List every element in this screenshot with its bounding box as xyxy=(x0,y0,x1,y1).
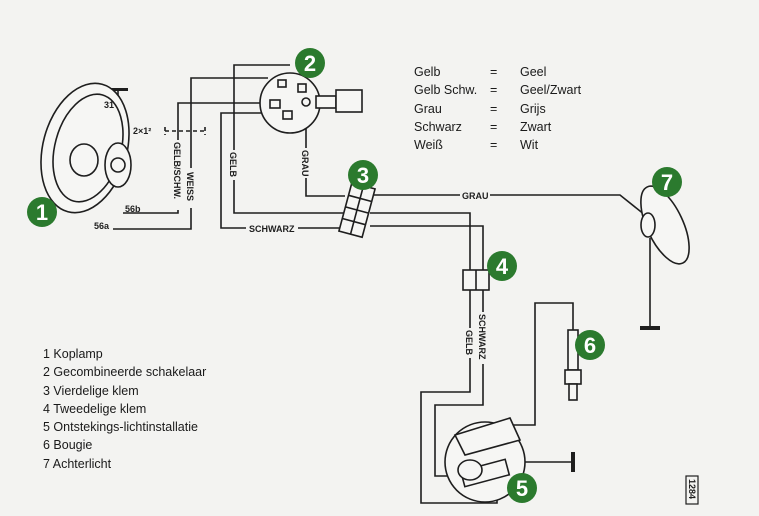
badge-3: 3 xyxy=(348,160,378,190)
label-gelb-vertical: GELB xyxy=(464,330,474,356)
wire-gelb-ign xyxy=(370,212,498,504)
parts-list-item: 7 Achterlicht xyxy=(43,456,112,471)
parts-list-item: 4 Tweedelige klem xyxy=(43,401,147,416)
badge-7: 7 xyxy=(652,167,682,197)
legend-row: Gelb Schw.=Geel/Zwart xyxy=(414,83,582,98)
svg-text:1: 1 xyxy=(36,200,48,225)
badge-5: 5 xyxy=(507,473,537,503)
ground-symbol xyxy=(571,452,575,472)
legend-row: Gelb=Geel xyxy=(414,65,547,79)
svg-text:6: 6 xyxy=(584,333,596,358)
label-grau: GRAU xyxy=(300,150,310,177)
two-part-connector xyxy=(462,269,490,291)
wire-hv xyxy=(505,302,574,426)
label-schwarz: SCHWARZ xyxy=(249,224,295,234)
badge-4: 4 xyxy=(487,251,517,281)
label-terminal-56b: 56b xyxy=(125,204,141,214)
figure-number-box xyxy=(685,475,699,505)
label-schwarz-vertical: SCHWARZ xyxy=(477,314,487,360)
figure-number: 1284 xyxy=(687,479,697,499)
color-legend: Gelb=Geel Gelb Schw.=Geel/Zwart Grau=Gri… xyxy=(414,63,581,154)
ignition-unit xyxy=(444,417,526,503)
combined-switch xyxy=(259,72,363,134)
wire-labels: GELB/SCHW. WEISS GELB GRAU SCHWARZ GRAU … xyxy=(94,100,490,364)
legend-row: Grau=Grijs xyxy=(414,101,546,116)
badge-1: 1 xyxy=(27,197,57,227)
label-gelb: GELB xyxy=(228,152,238,178)
svg-text:3: 3 xyxy=(357,163,369,188)
ground-symbol xyxy=(640,326,660,330)
parts-list: 1 Koplamp 2 Gecombineerde schakelaar 3 V… xyxy=(43,345,206,473)
wire-schwarz-ign xyxy=(370,225,484,477)
badge-2: 2 xyxy=(295,48,325,78)
svg-text:4: 4 xyxy=(496,254,509,279)
four-part-connector xyxy=(337,181,377,239)
headlight xyxy=(40,82,132,214)
wire-grau xyxy=(305,110,345,197)
parts-list-item: 1 Koplamp xyxy=(43,347,103,361)
wire-weiss xyxy=(113,77,268,230)
wire-grau-tail xyxy=(370,194,646,216)
label-gelb-schw: GELB/SCHW. xyxy=(172,142,182,199)
badge-6: 6 xyxy=(575,330,605,360)
label-terminal-56a: 56a xyxy=(94,221,110,231)
tail-light xyxy=(640,185,690,265)
parts-list-item: 6 Bougie xyxy=(43,438,93,453)
parts-list-item: 3 Vierdelige klem xyxy=(43,383,139,398)
svg-text:5: 5 xyxy=(516,476,528,501)
legend-row: Schwarz=Zwart xyxy=(414,119,552,134)
svg-text:7: 7 xyxy=(661,170,673,195)
wire-gelb xyxy=(233,64,345,214)
parts-list-item: 2 Gecombineerde schakelaar xyxy=(43,365,207,380)
label-terminal-31: 31 xyxy=(104,100,114,110)
ground-symbol xyxy=(108,88,128,91)
cable-spec-line xyxy=(164,127,206,135)
legend-row: Weiß=Wit xyxy=(414,138,539,153)
label-weiss: WEISS xyxy=(185,172,195,201)
label-grau-horizontal: GRAU xyxy=(462,191,489,201)
svg-text:2: 2 xyxy=(304,51,316,76)
label-cable-spec: 2×1² xyxy=(133,126,151,136)
parts-list-item: 5 Ontstekings-lichtinstallatie xyxy=(43,420,198,435)
